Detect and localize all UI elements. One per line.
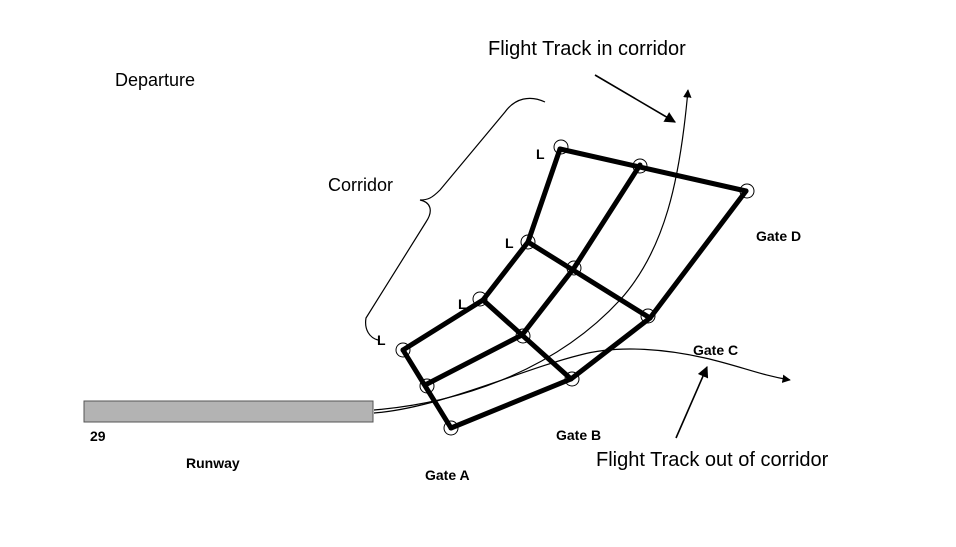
- gate-d-line: [557, 146, 749, 194]
- waypoint: [566, 260, 582, 276]
- departure-label: Departure: [115, 70, 195, 90]
- gate-a-label: Gate A: [425, 467, 470, 483]
- flight-track-out-pointer: [675, 365, 709, 439]
- gate-d-label: Gate D: [756, 228, 801, 244]
- waypoint: [640, 308, 656, 324]
- gate-c-label: Gate C: [693, 342, 738, 358]
- corridor-right-edge: [448, 188, 749, 431]
- waypoint: [564, 371, 580, 387]
- waypoint: [515, 328, 531, 344]
- waypoint: [520, 234, 536, 250]
- corridor-grid: [400, 146, 749, 431]
- flight-track-out-label: Flight Track out of corridor: [596, 449, 829, 471]
- waypoint: [739, 183, 755, 199]
- l-marker: L: [505, 235, 514, 251]
- l-marker: L: [458, 296, 467, 312]
- flight-track-in-label: Flight Track in corridor: [488, 38, 686, 60]
- l-marker: L: [377, 332, 386, 348]
- corridor-center-line: [424, 162, 643, 387]
- l-marker: L: [536, 146, 545, 162]
- flight-track-in-pointer: [594, 74, 676, 123]
- gate-c-line: [525, 239, 653, 321]
- runway-number: 29: [90, 428, 106, 444]
- flight-track-out-of-corridor: [373, 348, 791, 414]
- runway-label: Runway: [186, 455, 240, 471]
- corridor-left-edge: [400, 146, 563, 353]
- waypoint: [632, 158, 648, 174]
- waypoint: [395, 342, 411, 358]
- corridor-brace: [365, 97, 546, 341]
- gate-a-line: [400, 347, 454, 431]
- corridor-label: Corridor: [328, 175, 393, 195]
- waypoint: [419, 378, 435, 394]
- waypoint: [472, 291, 488, 307]
- waypoint: [553, 139, 569, 155]
- gate-b-label: Gate B: [556, 427, 601, 443]
- flight-track-in-corridor: [373, 89, 692, 411]
- runway-bar: [83, 400, 374, 423]
- waypoints: [395, 139, 755, 436]
- gate-b-line: [480, 297, 574, 382]
- waypoint: [443, 420, 459, 436]
